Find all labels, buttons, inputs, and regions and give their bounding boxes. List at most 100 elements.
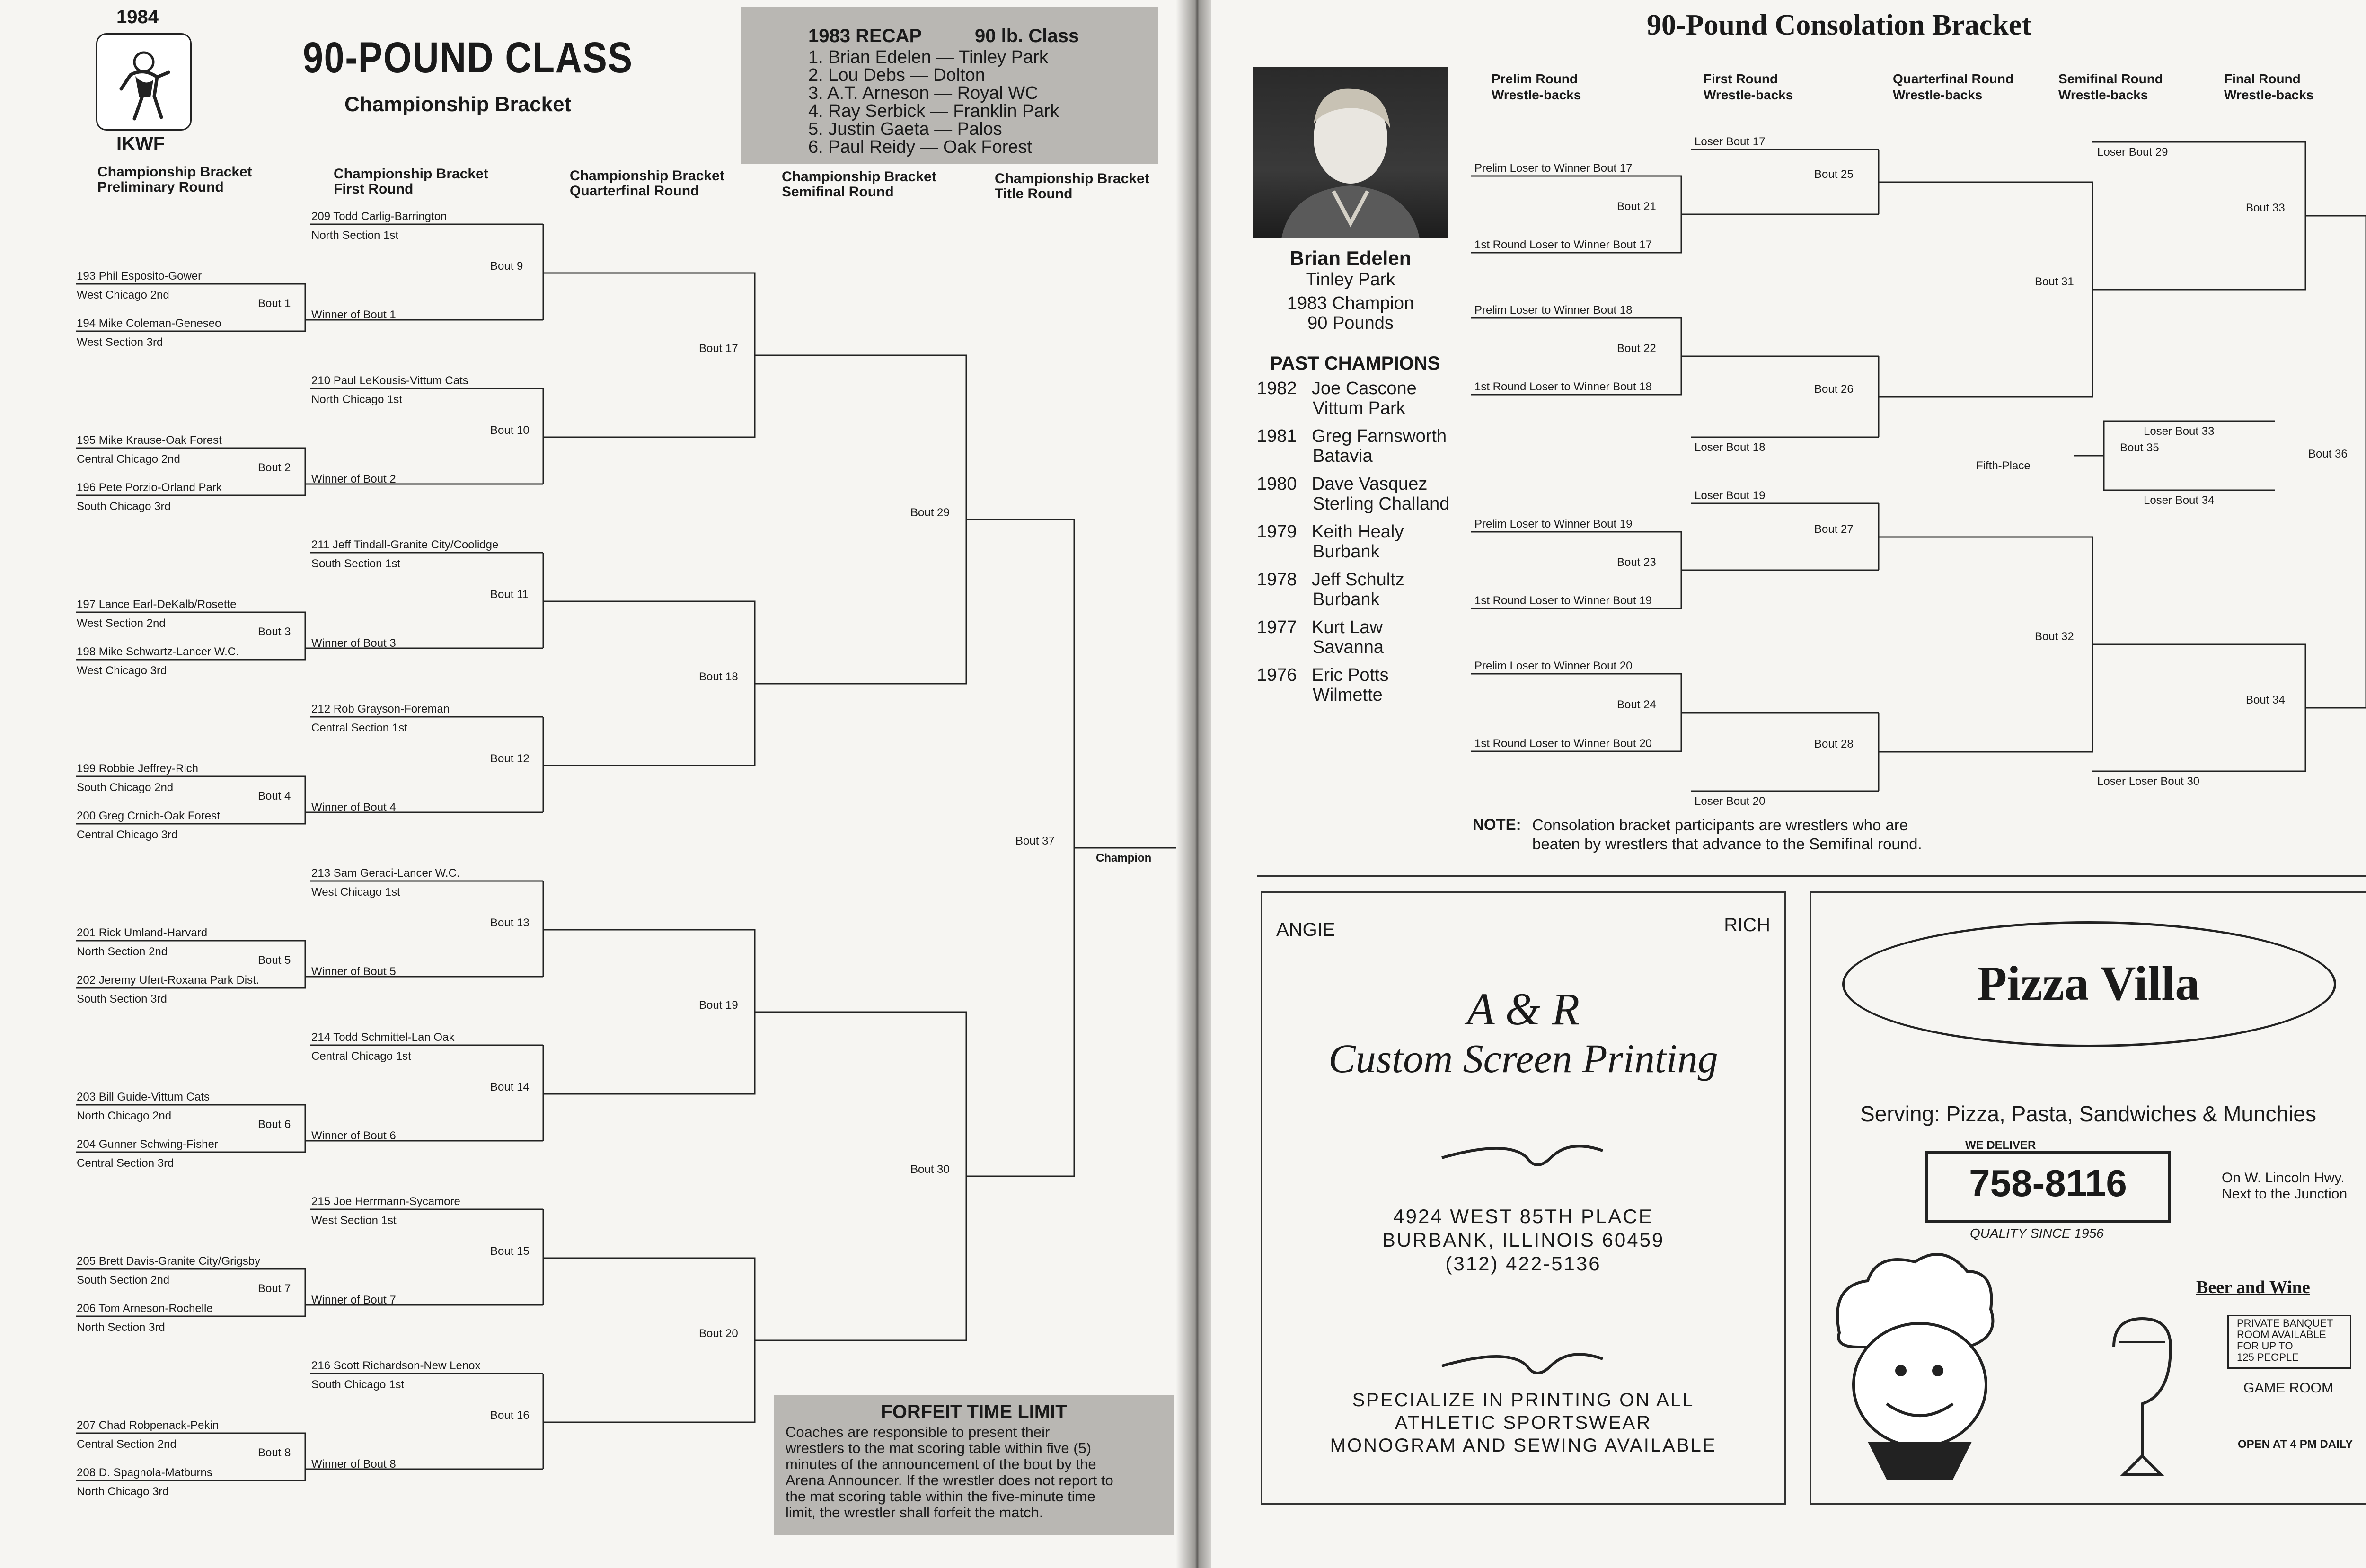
consolation-header: Quarterfinal Round xyxy=(1893,71,2014,86)
recap-title: 1983 RECAP xyxy=(808,26,922,46)
pizza-game: GAME ROOM xyxy=(2243,1380,2334,1396)
final-bout: Bout 37 xyxy=(1015,835,1055,847)
prelim-wrestler: 202 Jeremy Ufert-Roxana Park Dist. xyxy=(77,974,259,987)
cons-bout: Bout 21 xyxy=(1617,200,1656,213)
prelim-line xyxy=(76,1268,306,1317)
consolation-title: 90-Pound Consolation Bracket xyxy=(1647,9,2031,41)
cons-prelim-label: Prelim Loser to Winner Bout 17 xyxy=(1474,162,1633,175)
cons-bout: Bout 32 xyxy=(2035,630,2074,643)
ad1-spec3: MONOGRAM AND SEWING AVAILABLE xyxy=(1330,1435,1717,1456)
cons-bout: Bout 23 xyxy=(1617,556,1656,569)
cons-final-connector xyxy=(2305,215,2366,709)
prelim-bout: Bout 3 xyxy=(258,625,291,638)
cons-bout: Bout 24 xyxy=(1617,698,1656,711)
cons-first-label: 1st Round Loser to Winner Bout 17 xyxy=(1474,238,1652,251)
past-champion-town: Wilmette xyxy=(1313,685,1383,705)
ad-pizza-villa: Pizza Villa Serving: Pizza, Pasta, Sandw… xyxy=(1810,891,2366,1505)
forfeit-text: Coaches are responsible to present their… xyxy=(786,1424,1113,1521)
semi-connector xyxy=(755,354,967,685)
prelim-bout: Bout 1 xyxy=(258,297,291,310)
ad1-phone: (312) 422-5136 xyxy=(1445,1252,1601,1275)
consolation-header: Prelim Round xyxy=(1492,71,1578,86)
first-round-bout: Bout 10 xyxy=(490,424,530,437)
ad1-spec1: SPECIALIZE IN PRINTING ON ALL xyxy=(1352,1390,1695,1410)
cons-bout: Bout 25 xyxy=(1814,168,1854,181)
recap-class: 90 lb. Class xyxy=(975,26,1079,46)
seed-section: North Chicago 1st xyxy=(311,393,403,406)
past-champion-name: Greg Farnsworth xyxy=(1312,426,1447,446)
prelim-section: South Section 3rd xyxy=(77,993,167,1005)
winner-label: Winner of Bout 5 xyxy=(311,965,396,978)
seed-wrestler: 210 Paul LeKousis-Vittum Cats xyxy=(311,374,468,387)
profile-town: Tinley Park xyxy=(1306,270,1395,290)
first-round-bout: Bout 11 xyxy=(490,588,529,601)
cons-first-label: 1st Round Loser to Winner Bout 19 xyxy=(1474,594,1652,607)
final-connector xyxy=(966,519,1075,1177)
championship-bracket-lines xyxy=(76,223,1178,1481)
ad1-address2: BURBANK, ILLINOIS 60459 xyxy=(1382,1229,1665,1251)
pizza-banquet-line: PRIVATE BANQUET xyxy=(2237,1317,2333,1329)
pizza-phone: 758-8116 xyxy=(1969,1162,2127,1204)
forfeit-line: minutes of the announcement of the bout … xyxy=(786,1456,1096,1472)
cons-loser-label: Loser Bout 34 xyxy=(2144,494,2215,507)
prelim-wrestler: 195 Mike Krause-Oak Forest xyxy=(77,434,222,447)
cons-loser-label: Loser Bout 17 xyxy=(1695,135,1766,148)
prelim-wrestler: 194 Mike Coleman-Geneseo xyxy=(77,317,221,330)
seed-section: South Chicago 1st xyxy=(311,1378,405,1391)
winner-label: Winner of Bout 7 xyxy=(311,1294,396,1306)
past-champion-town: Burbank xyxy=(1313,590,1380,609)
cons-bout: Bout 26 xyxy=(1814,383,1854,396)
pizza-loc1: On W. Lincoln Hwy. xyxy=(2222,1170,2345,1186)
past-champion-town: Batavia xyxy=(1313,446,1373,466)
past-champion-name: Dave Vasquez xyxy=(1312,474,1428,494)
pizza-banquet-line: FOR UP TO xyxy=(2237,1340,2293,1352)
cons-bout: Bout 34 xyxy=(2246,694,2285,706)
seed-section: West Section 1st xyxy=(311,1214,397,1227)
seed-section: South Section 1st xyxy=(311,557,401,570)
prelim-bout: Bout 7 xyxy=(258,1282,291,1295)
fifth-place-label: Fifth-Place xyxy=(1976,459,2031,472)
winner-label: Winner of Bout 2 xyxy=(311,473,396,485)
portrait-icon xyxy=(1281,88,1420,238)
past-champion-town: Burbank xyxy=(1313,542,1380,562)
prelim-section: North Chicago 2nd xyxy=(77,1110,172,1122)
ad1-brand-line2: Custom Screen Printing xyxy=(1328,1036,1718,1081)
past-champion-year: 1982 xyxy=(1257,379,1297,398)
prelim-bout: Bout 2 xyxy=(258,461,291,474)
prelim-wrestler: 207 Chad Robpenack-Pekin xyxy=(77,1419,219,1432)
ornament-icon xyxy=(1441,1145,1604,1374)
prelim-section: North Chicago 3rd xyxy=(77,1485,169,1498)
seed-wrestler: 214 Todd Schmittel-Lan Oak xyxy=(311,1031,455,1044)
prelim-wrestler: 204 Gunner Schwing-Fisher xyxy=(77,1138,218,1151)
cons-loser-line xyxy=(2092,141,2306,291)
past-champion-year: 1976 xyxy=(1257,665,1297,685)
cons-loser-label: Loser Bout 29 xyxy=(2097,146,2168,159)
champion-label: Champion xyxy=(1096,852,1152,864)
forfeit-line: wrestlers to the mat scoring table withi… xyxy=(786,1440,1092,1456)
quarter-bout: Bout 20 xyxy=(699,1327,738,1340)
past-champion-year: 1980 xyxy=(1257,474,1297,494)
first-round-bout: Bout 9 xyxy=(490,260,523,273)
seed-section: North Section 1st xyxy=(311,229,399,242)
ad1-spec2: ATHLETIC SPORTSWEAR xyxy=(1395,1412,1652,1433)
first-round-bout: Bout 13 xyxy=(490,916,530,929)
past-champion-town: Savanna xyxy=(1313,637,1384,657)
recap-item: 5. Justin Gaeta — Palos xyxy=(808,119,1002,139)
prelim-wrestler: 208 D. Spagnola-Matburns xyxy=(77,1466,212,1479)
prelim-section: North Section 2nd xyxy=(77,945,168,958)
prelim-wrestler: 199 Robbie Jeffrey-Rich xyxy=(77,762,199,775)
prelim-wrestler: 205 Brett Davis-Granite City/Grigsby xyxy=(77,1255,261,1268)
prelim-section: South Chicago 2nd xyxy=(77,781,174,794)
chef-icon xyxy=(1836,1253,2172,1480)
profile-line1: 1983 Champion xyxy=(1287,293,1414,313)
recap-item: 4. Ray Serbick — Franklin Park xyxy=(808,101,1059,121)
past-champion-name: Eric Potts xyxy=(1312,665,1389,685)
org-label: IKWF xyxy=(116,133,165,154)
recap-box: 1983 RECAP 90 lb. Class 1. Brian Edelen … xyxy=(741,7,1158,164)
forfeit-line: limit, the wrestler shall forfeit the ma… xyxy=(786,1504,1043,1521)
pizza-banquet-box xyxy=(2227,1315,2351,1369)
seed-wrestler: 211 Jeff Tindall-Granite City/Coolidge xyxy=(311,538,499,551)
cons-loser-label: Loser Bout 33 xyxy=(2144,425,2215,438)
note-text: Consolation bracket participants are wre… xyxy=(1532,816,1922,854)
